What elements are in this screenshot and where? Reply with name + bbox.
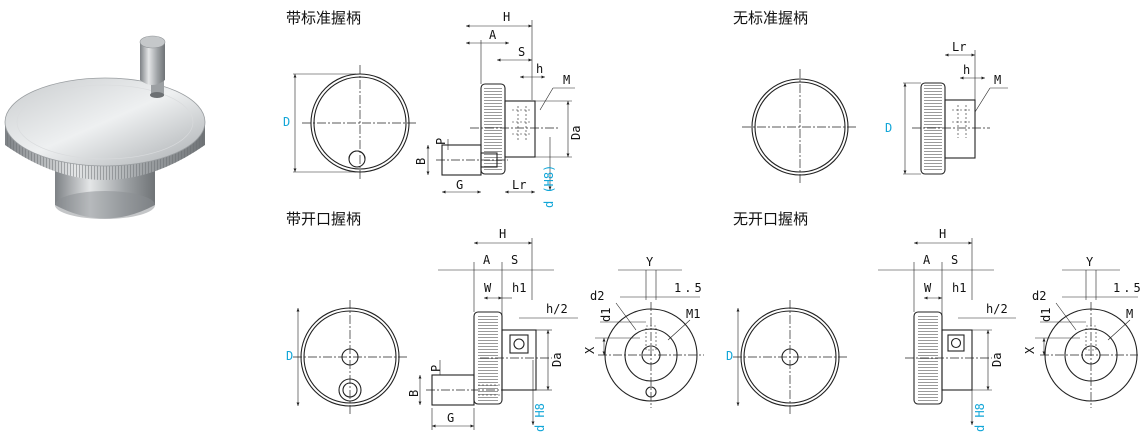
front-view-standard xyxy=(293,65,418,181)
rear-view-no-open xyxy=(1035,269,1138,408)
dim-Lr-1: Lr xyxy=(512,178,526,192)
dim-D-3: D xyxy=(286,349,293,363)
dim-Da-1: Da xyxy=(569,126,583,140)
dim-M1-3: M1 xyxy=(686,307,700,321)
dim-S-1: S xyxy=(518,45,525,59)
dim-G-3: G xyxy=(447,411,454,425)
dim-Y-3: Y xyxy=(646,255,654,269)
dim-d1-4: d1 xyxy=(1039,308,1053,322)
dim-S-4: S xyxy=(951,253,958,267)
rear-view-open xyxy=(595,269,704,408)
dim-h-2: h xyxy=(963,63,970,77)
dim-H-4: H xyxy=(939,227,946,241)
side-view-standard xyxy=(426,20,575,194)
dim-D-1: D xyxy=(283,115,290,129)
dim-H-3: H xyxy=(499,227,506,241)
dim-d2-3: d2 xyxy=(590,289,604,303)
dim-H-1: H xyxy=(503,10,510,24)
dim-W-4: W xyxy=(924,281,932,295)
dim-P-1: P xyxy=(434,138,448,145)
dim-Lr-2: Lr xyxy=(952,40,966,54)
dim-M-2: M xyxy=(994,73,1001,87)
dim-A-4: A xyxy=(923,253,931,267)
dim-d2-4: d2 xyxy=(1032,289,1046,303)
dim-A-3: A xyxy=(483,253,491,267)
title-no-standard-handle: 无标准握柄 xyxy=(733,9,809,27)
title-standard-handle: 带标准握柄 xyxy=(286,9,362,27)
dim-dH8-3: d H8 xyxy=(533,403,547,432)
dim-1_5-3: 1.5 xyxy=(674,281,705,295)
dim-B-3: B xyxy=(407,390,421,397)
dim-M-1: M xyxy=(563,73,570,87)
dim-W-3: W xyxy=(484,281,492,295)
dim-G-1: G xyxy=(456,178,463,192)
dim-P-3: P xyxy=(429,365,443,372)
dim-1_5-4: 1.5 xyxy=(1113,281,1140,295)
dim-M-4: M xyxy=(1126,307,1133,321)
front-view-no-standard xyxy=(742,69,858,185)
dim-S-3: S xyxy=(511,253,518,267)
side-view-no-standard xyxy=(903,50,1008,175)
dim-D-4: D xyxy=(726,349,733,363)
dim-X-4: X xyxy=(1023,346,1037,354)
dim-Y-4: Y xyxy=(1086,255,1094,269)
title-no-open-handle: 无开口握柄 xyxy=(733,210,809,228)
dim-A-1: A xyxy=(489,28,497,42)
dim-D-2: D xyxy=(885,121,892,135)
dim-Da-3: Da xyxy=(550,353,564,367)
dim-Da-4: Da xyxy=(990,353,1004,367)
dim-X-3: X xyxy=(583,346,597,354)
title-open-handle: 带开口握柄 xyxy=(286,210,362,228)
dim-h1-3: h1 xyxy=(512,281,526,295)
front-view-no-open xyxy=(733,300,847,414)
side-view-no-open xyxy=(878,238,1016,425)
dim-h2-3: h/2 xyxy=(546,302,568,316)
dim-dH8-4: d H8 xyxy=(973,403,987,432)
product-photo xyxy=(4,35,206,219)
dim-d1-3: d1 xyxy=(599,308,613,322)
side-view-open xyxy=(418,238,578,430)
dim-dH8p-1: d (H8) xyxy=(542,165,556,208)
dim-h-1: h xyxy=(536,62,543,76)
front-view-open xyxy=(293,300,407,414)
dim-h1-4: h1 xyxy=(952,281,966,295)
dim-h2-4: h/2 xyxy=(986,302,1008,316)
dim-B-1: B xyxy=(414,158,428,165)
